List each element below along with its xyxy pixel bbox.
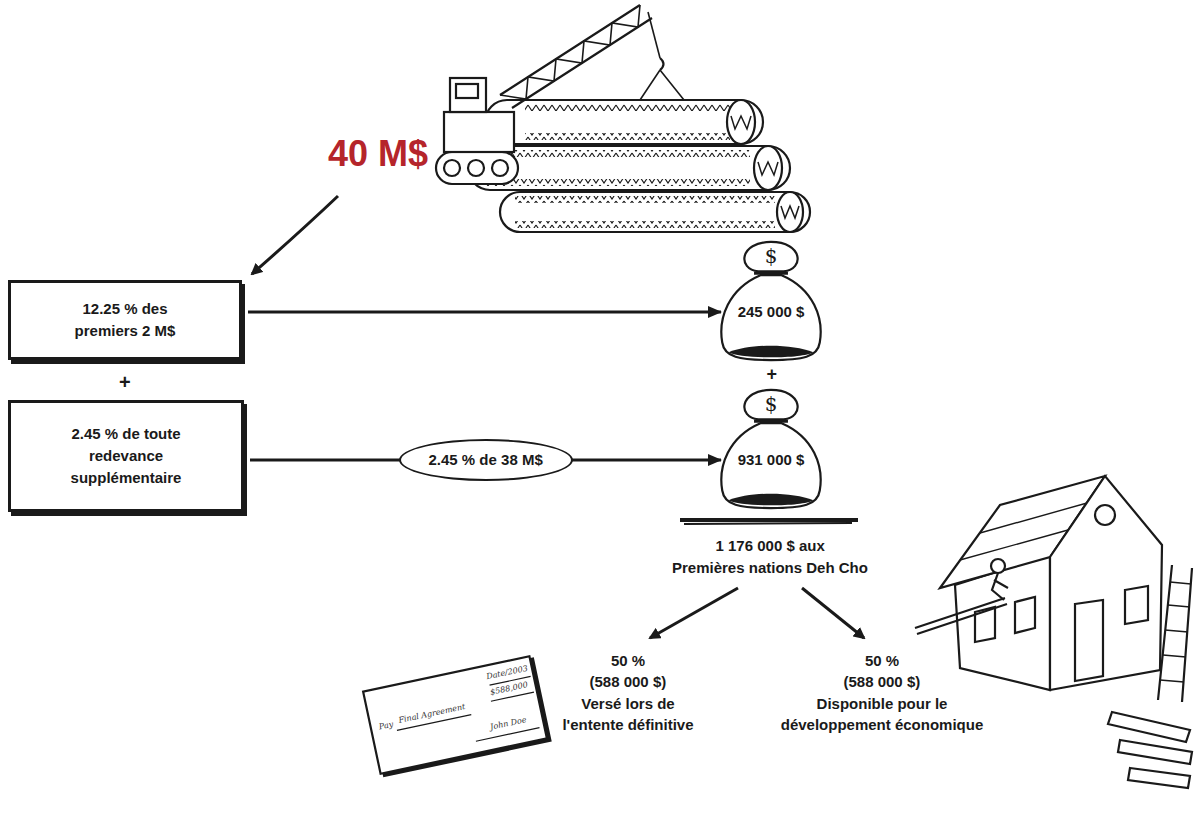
money-bag-shadow — [729, 346, 814, 358]
flow-arrow-part — [680, 518, 858, 522]
flow-arrow-part — [684, 523, 852, 524]
total-text: 1 176 000 $ aux — [716, 535, 825, 556]
pipe-stack-part — [731, 116, 751, 129]
share-percent: 50 % — [611, 650, 645, 671]
share-note: Disponible pour le développement économi… — [773, 693, 991, 735]
cheque-part — [392, 676, 542, 756]
house-part — [991, 559, 1005, 573]
house-part — [1158, 565, 1192, 702]
bag-symbol: $ — [718, 392, 824, 416]
crane-part — [492, 160, 508, 176]
cheque-text: Final Agreement — [398, 702, 467, 726]
money-bag: $245 000 $ — [718, 240, 824, 362]
pipe-stack-part — [754, 146, 782, 190]
crane-part — [450, 78, 486, 112]
house-part — [992, 573, 1008, 600]
crane-part — [660, 58, 664, 70]
crane-part — [444, 160, 460, 176]
flow-arrow-part — [802, 588, 864, 638]
house-part — [1108, 712, 1190, 742]
pipe-stack-part — [515, 221, 775, 228]
house-part — [1095, 505, 1115, 525]
pipe-stack-part — [777, 192, 803, 232]
box-text: 2.45 % de toute redevance supplémentaire — [64, 423, 189, 489]
money-bag-shadow — [729, 494, 814, 506]
pipe-stack-part — [485, 179, 750, 186]
cheque-text: John Doe — [489, 715, 527, 732]
bag-symbol: $ — [718, 244, 824, 268]
cheque — [363, 656, 550, 777]
pipe-stack-part — [758, 162, 778, 175]
total-text: Premières nations Deh Cho — [672, 557, 868, 578]
crane-part — [468, 160, 484, 176]
house-part — [1075, 600, 1103, 681]
crane-part — [444, 112, 514, 152]
pipe-stack-part — [485, 100, 763, 144]
cheque-text: $588,000 — [489, 680, 528, 698]
house-part — [1118, 740, 1192, 764]
house-part — [1050, 476, 1162, 690]
pipe-stack-part — [525, 133, 730, 140]
amount-box: 12.25 % des premiers 2 M$ — [8, 280, 242, 360]
share-amount: (588 000 $) — [844, 671, 921, 692]
pipe-stack-part — [515, 196, 775, 203]
house-part — [1128, 768, 1190, 788]
house-part — [1015, 597, 1035, 633]
cheque-text: Date/2003 — [486, 664, 529, 683]
money-bag-tie — [754, 272, 788, 275]
money-bag: $931 000 $ — [718, 388, 824, 510]
house-part — [1125, 586, 1148, 624]
pipe-stack-part — [500, 192, 810, 232]
money-bag-tie — [754, 420, 788, 423]
pipe-stack — [468, 100, 810, 232]
edge-label-ellipse: 2.45 % de 38 M$ — [399, 439, 573, 481]
share-percent: 50 % — [865, 650, 899, 671]
crane-part — [640, 70, 684, 100]
cheque-part — [363, 656, 547, 774]
bag-amount: 245 000 $ — [718, 302, 824, 322]
flow-arrow-part — [252, 196, 338, 274]
share-amount: (588 000 $) — [590, 671, 667, 692]
flow-arrow-part — [650, 588, 738, 638]
pipe-stack-part — [485, 150, 750, 157]
house-part — [915, 598, 1007, 634]
amount-box: 2.45 % de toute redevance supplémentaire — [8, 400, 244, 512]
crane-part — [500, 5, 652, 108]
total-amount: 40 M$ — [328, 133, 428, 174]
house-part — [1160, 582, 1191, 682]
crane-part — [500, 5, 640, 99]
crane-part — [456, 84, 478, 98]
pipe-stack-part — [525, 104, 730, 111]
crane — [436, 5, 684, 184]
plus-sign: + — [119, 371, 131, 394]
flow-arrow — [248, 311, 721, 314]
crane-part — [648, 12, 660, 58]
pipe-stack-part — [781, 206, 799, 218]
plus-sign: + — [767, 364, 778, 385]
pipe-stack-part — [727, 100, 755, 144]
share-note: Versé lors de l'entente définitive — [556, 693, 701, 735]
box-text: 12.25 % des premiers 2 M$ — [65, 298, 185, 342]
crane-part — [436, 152, 518, 184]
cheque-text: Pay — [378, 719, 394, 732]
edge-label: 2.45 % de 38 M$ — [429, 449, 543, 471]
bag-amount: 931 000 $ — [718, 450, 824, 470]
house — [915, 476, 1192, 788]
